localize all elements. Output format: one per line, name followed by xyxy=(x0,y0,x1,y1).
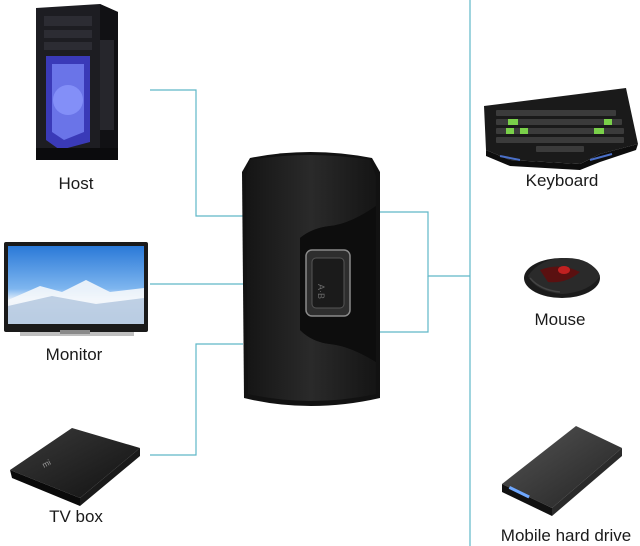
svg-text:A·B: A·B xyxy=(316,284,326,299)
device-label-tv-box: TV box xyxy=(49,507,103,526)
device-label-host: Host xyxy=(59,174,94,193)
device-label-mouse: Mouse xyxy=(534,310,585,329)
tv-box-icon: mi xyxy=(10,428,140,506)
line-right-upper xyxy=(380,211,470,277)
hard-drive-icon xyxy=(502,426,622,516)
mouse-icon xyxy=(524,258,600,298)
keyboard-icon xyxy=(484,88,638,170)
pc-tower-icon xyxy=(36,4,118,160)
line-right-lower xyxy=(380,276,429,333)
line-host xyxy=(150,89,243,217)
connector-lines xyxy=(150,0,471,546)
svg-text:mi: mi xyxy=(41,458,53,470)
device-label-keyboard: Keyboard xyxy=(526,171,599,190)
usb-switch-icon: A·B xyxy=(242,152,380,406)
device-label-mobile-hard-drive: Mobile hard drive xyxy=(501,526,631,545)
device-label-monitor: Monitor xyxy=(46,345,103,364)
monitor-icon xyxy=(4,242,148,336)
switch-button-icon: A·B xyxy=(305,249,351,317)
line-tv-box xyxy=(150,343,243,456)
